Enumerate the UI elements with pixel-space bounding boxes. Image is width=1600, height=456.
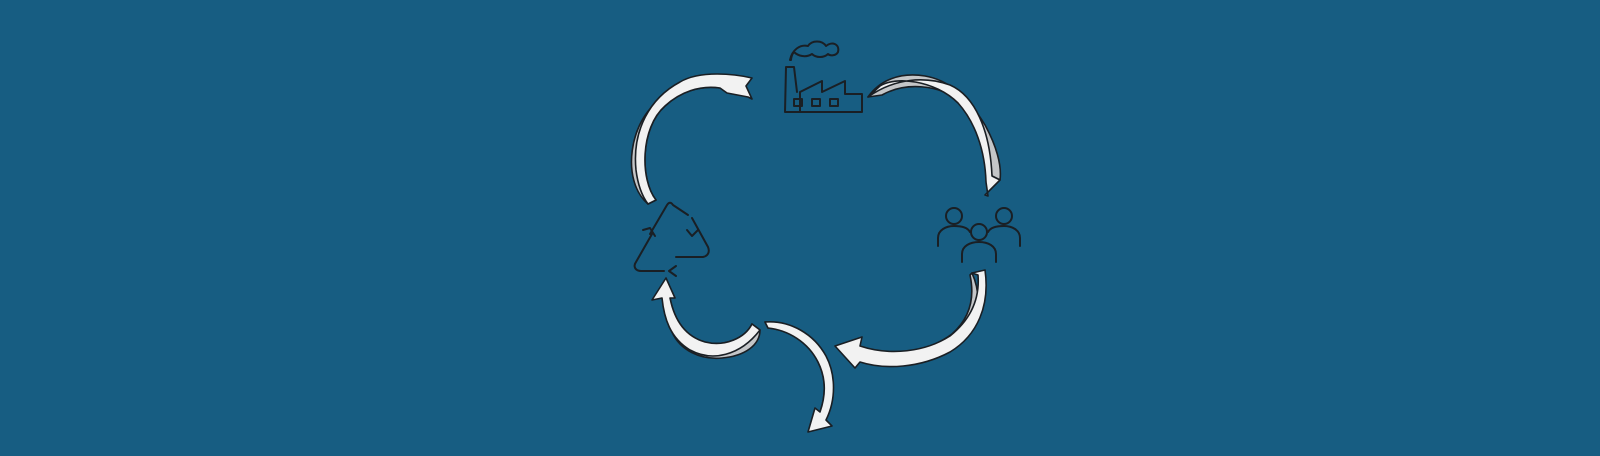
arrow-recycling-to-production bbox=[630, 73, 753, 205]
factory-icon bbox=[784, 40, 863, 113]
arrow-waste-to-recycling bbox=[651, 277, 761, 360]
people-group-icon bbox=[937, 207, 1021, 263]
arrow-waste-exit bbox=[764, 321, 835, 433]
arrow-production-to-consumption bbox=[867, 74, 1002, 197]
arrow-consumption-to-waste bbox=[834, 269, 987, 369]
recycle-triangle-icon bbox=[633, 201, 710, 277]
